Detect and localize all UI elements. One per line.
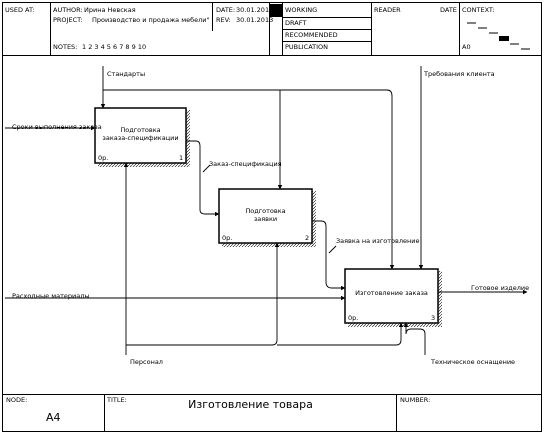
status-working: WORKING <box>285 6 318 14</box>
label-order-deadlines: Сроки выполнения заказа <box>12 123 102 131</box>
context-current-node <box>499 36 509 41</box>
title-label: TITLE: <box>107 396 127 404</box>
label-production-request: Заявка на изготовление <box>336 237 420 245</box>
header-grid <box>2 3 542 56</box>
status-publication: PUBLICATION <box>285 43 329 51</box>
project-value: Производство и продажа мебели" <box>92 16 210 24</box>
date-label: DATE: <box>216 6 236 14</box>
label-tech-equipment: Техническое оснащение <box>431 358 516 366</box>
box-2-number: 2 <box>305 234 310 242</box>
box-shadows <box>98 110 442 327</box>
reader-date-label: DATE <box>440 6 457 14</box>
used-at-label: USED AT: <box>5 6 35 14</box>
box-2-cost: 0р. <box>222 234 233 242</box>
activity-box-1[interactable] <box>94 107 187 164</box>
node-value: A4 <box>46 411 61 424</box>
label-order-spec: Заказ-спецификация <box>209 160 282 168</box>
arrow-production-request-squiggle <box>328 245 337 254</box>
arrow-tech-equipment[interactable] <box>403 322 426 355</box>
label-client-requirements: Требования клиента <box>424 70 495 78</box>
reader-label: READER <box>374 6 401 14</box>
author-label: AUTHOR: <box>53 6 83 14</box>
context-node: A0 <box>462 43 471 51</box>
arrow-production-request[interactable] <box>312 220 346 291</box>
author-value: Ирина Невская <box>84 6 136 14</box>
status-draft: DRAFT <box>285 19 307 27</box>
rev-label: REV: <box>216 16 231 24</box>
context-thumbnail <box>467 22 530 50</box>
number-label: NUMBER: <box>400 396 431 404</box>
label-finished-product: Готовое изделие <box>471 284 530 292</box>
label-standards: Стандарты <box>107 70 146 78</box>
footer-grid <box>2 394 542 431</box>
rev-value: 30.01.2013 <box>236 16 274 24</box>
activity-box-2[interactable] <box>218 188 313 244</box>
arrow-personnel-to-box-3[interactable] <box>277 322 404 346</box>
box-3-cost: 0р. <box>348 314 359 322</box>
date-value: 30.01.2013 <box>236 6 274 14</box>
label-personnel: Персонал <box>130 358 163 366</box>
arrow-personnel-to-box-2[interactable] <box>126 242 280 346</box>
status-recommended: RECOMMENDED <box>285 31 338 39</box>
box-2-title: Подготовка заявки <box>245 207 286 224</box>
box-3-title: Изготовление заказа <box>355 289 428 297</box>
project-label: PROJECT: <box>53 16 83 24</box>
arrow-standards-to-box-3[interactable] <box>280 89 395 270</box>
diagram-title: Изготовление товара <box>188 398 313 411</box>
arrow-order-spec-squiggle <box>202 164 211 173</box>
context-label: CONTEXT: <box>462 6 495 14</box>
node-label: NODE: <box>6 396 28 404</box>
notes-label: NOTES: <box>53 43 78 51</box>
activity-box-3[interactable] <box>344 268 439 324</box>
arrow-order-spec[interactable] <box>186 140 220 217</box>
box-1-title: Подготовка заказа-спецификации <box>102 126 179 143</box>
working-status-marker <box>270 4 282 17</box>
outer-frame <box>2 2 542 432</box>
box-3-number: 3 <box>431 314 436 322</box>
label-consumables: Расходные материалы <box>12 292 90 300</box>
notes-values[interactable]: 1 2 3 4 5 6 7 8 9 10 <box>82 43 147 51</box>
box-1-cost: 0р. <box>98 154 109 162</box>
box-1-number: 1 <box>179 154 184 162</box>
